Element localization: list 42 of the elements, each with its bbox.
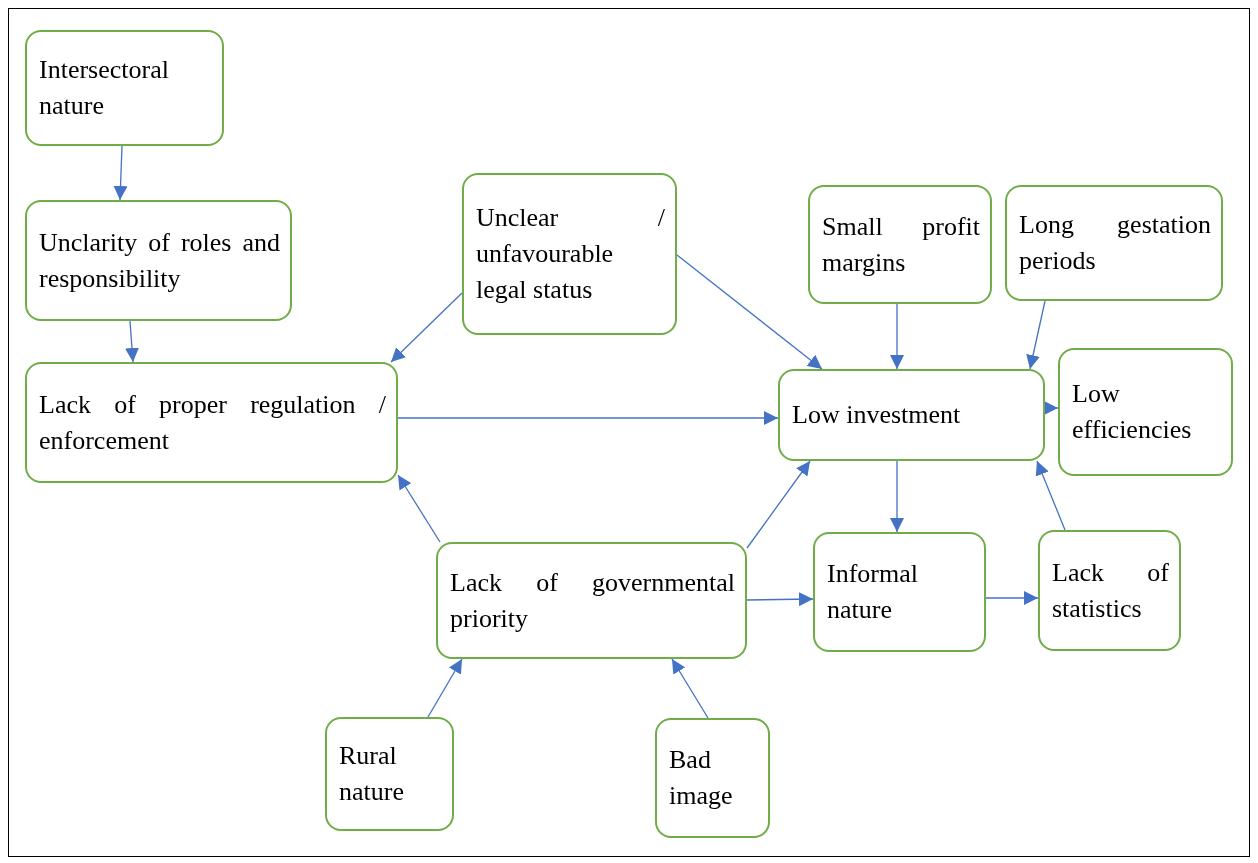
process-box <box>25 30 224 146</box>
node-label: Small profit margins <box>822 210 980 279</box>
node-label: Low efficiencies <box>1072 378 1193 446</box>
arrow <box>1035 460 1066 531</box>
arrow <box>397 474 441 543</box>
arrow <box>985 591 1039 605</box>
node-label: Low investment <box>792 399 962 431</box>
node-label: Unclear / unfavourable legal status <box>476 202 665 306</box>
arrow <box>125 320 139 363</box>
arrow <box>890 303 904 370</box>
node-label: Informal nature <box>827 558 919 626</box>
arrow <box>427 658 463 718</box>
node-label: Long gestation periods <box>1019 209 1211 277</box>
node-label: Bad image <box>669 744 734 812</box>
process-box <box>1058 348 1233 476</box>
arrow <box>890 460 904 533</box>
process-box <box>1005 185 1223 301</box>
arrow <box>676 254 823 370</box>
process-box <box>778 369 1045 461</box>
node-label: Lack of governmental priority <box>450 566 735 635</box>
process-box <box>808 185 992 304</box>
arrow <box>113 145 128 201</box>
process-box <box>1038 530 1181 651</box>
arrow <box>390 292 463 363</box>
process-box <box>813 532 986 652</box>
process-box <box>462 173 677 335</box>
arrow <box>746 460 811 549</box>
arrow <box>397 411 779 425</box>
arrow <box>746 592 814 607</box>
node-label: Rural nature <box>339 740 405 808</box>
node-label: Lack of statistics <box>1052 556 1169 625</box>
node-label: Intersectoral nature <box>39 54 170 122</box>
process-box <box>25 362 398 483</box>
process-box <box>325 717 454 831</box>
arrow <box>1026 300 1046 370</box>
arrow <box>1044 401 1059 415</box>
arrow <box>671 658 709 719</box>
process-box <box>655 718 770 838</box>
process-box <box>436 542 747 659</box>
node-label: Unclarity of roles and responsibility <box>39 226 280 295</box>
process-box <box>25 200 292 321</box>
node-label: Lack of proper regulation / enforcement <box>39 388 386 457</box>
